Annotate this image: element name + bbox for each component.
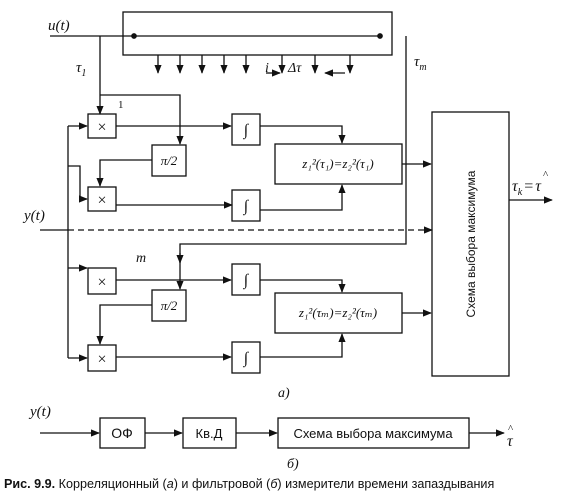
panel-b-output-hat: ^ (508, 423, 514, 435)
panel-b-output-label: τ (507, 433, 514, 450)
taum-label: τm (414, 54, 427, 73)
figure-caption: Рис. 9.9. Корреляционный (а) и фильтрово… (4, 477, 579, 491)
ch1-index: 1 (118, 99, 124, 111)
delay-line-box (122, 11, 393, 56)
ch1-mult1-sym: × (97, 119, 106, 136)
ch1-phase-label: π/2 (161, 153, 178, 168)
y-input-label: y(t) (22, 208, 45, 224)
chm-int1-sym: ∫ (243, 272, 250, 290)
caption-a: а (166, 477, 174, 491)
tau1-label: τ1 (76, 60, 86, 79)
panel-b-input-label: y(t) (28, 404, 51, 420)
max-selector-label: Схема выбора максимума (464, 170, 478, 317)
output-hat: ^ (543, 169, 549, 181)
ch1-int1-sym: ∫ (243, 122, 250, 140)
caption-prefix: Рис. 9.9. (4, 477, 56, 491)
chm-multiplier-2 (87, 344, 117, 372)
chm-index: m (136, 251, 146, 266)
delta-tau-label: Δτ (287, 61, 302, 76)
output-label: τk=τ (512, 178, 542, 198)
panel-b-label: б) (287, 457, 299, 472)
caption-text-1: Корреляционный ( (58, 477, 167, 491)
ch1-int2-sym: ∫ (243, 198, 250, 216)
delay-line-tap-end (377, 33, 383, 39)
ch1-mult2-sym: × (97, 192, 106, 209)
chm-mult1-sym: × (97, 274, 106, 291)
max-selector-box (431, 111, 510, 377)
kvd-label: Кв.Д (196, 426, 223, 441)
panel-a-label: а) (278, 386, 290, 401)
chm-multiplier-1 (87, 267, 117, 295)
chm-int2-sym: ∫ (243, 350, 250, 368)
caption-b: б (270, 477, 278, 491)
delay-line-taps (154, 55, 354, 77)
chm-mult2-sym: × (97, 351, 106, 368)
caption-text-2: ) и фильтровой ( (173, 477, 271, 491)
of-label: ОФ (111, 425, 133, 441)
selector-b-label: Схема выбора максимума (293, 426, 453, 441)
caption-text-3: ) измерители времени запаздывания (277, 477, 495, 491)
ch1-combiner-label: z₁²(τ₁)=z₂²(τ₁) (301, 156, 373, 171)
chm-phase-label: π/2 (161, 298, 178, 313)
tap-i-label: i (265, 61, 269, 76)
ch1-integrator-1 (231, 113, 261, 146)
ch1-multiplier-2 (87, 186, 117, 212)
chm-combiner-label: z₁²(τₘ)=z₂²(τₘ) (298, 305, 377, 320)
u-input-label: u(t) (48, 18, 70, 34)
